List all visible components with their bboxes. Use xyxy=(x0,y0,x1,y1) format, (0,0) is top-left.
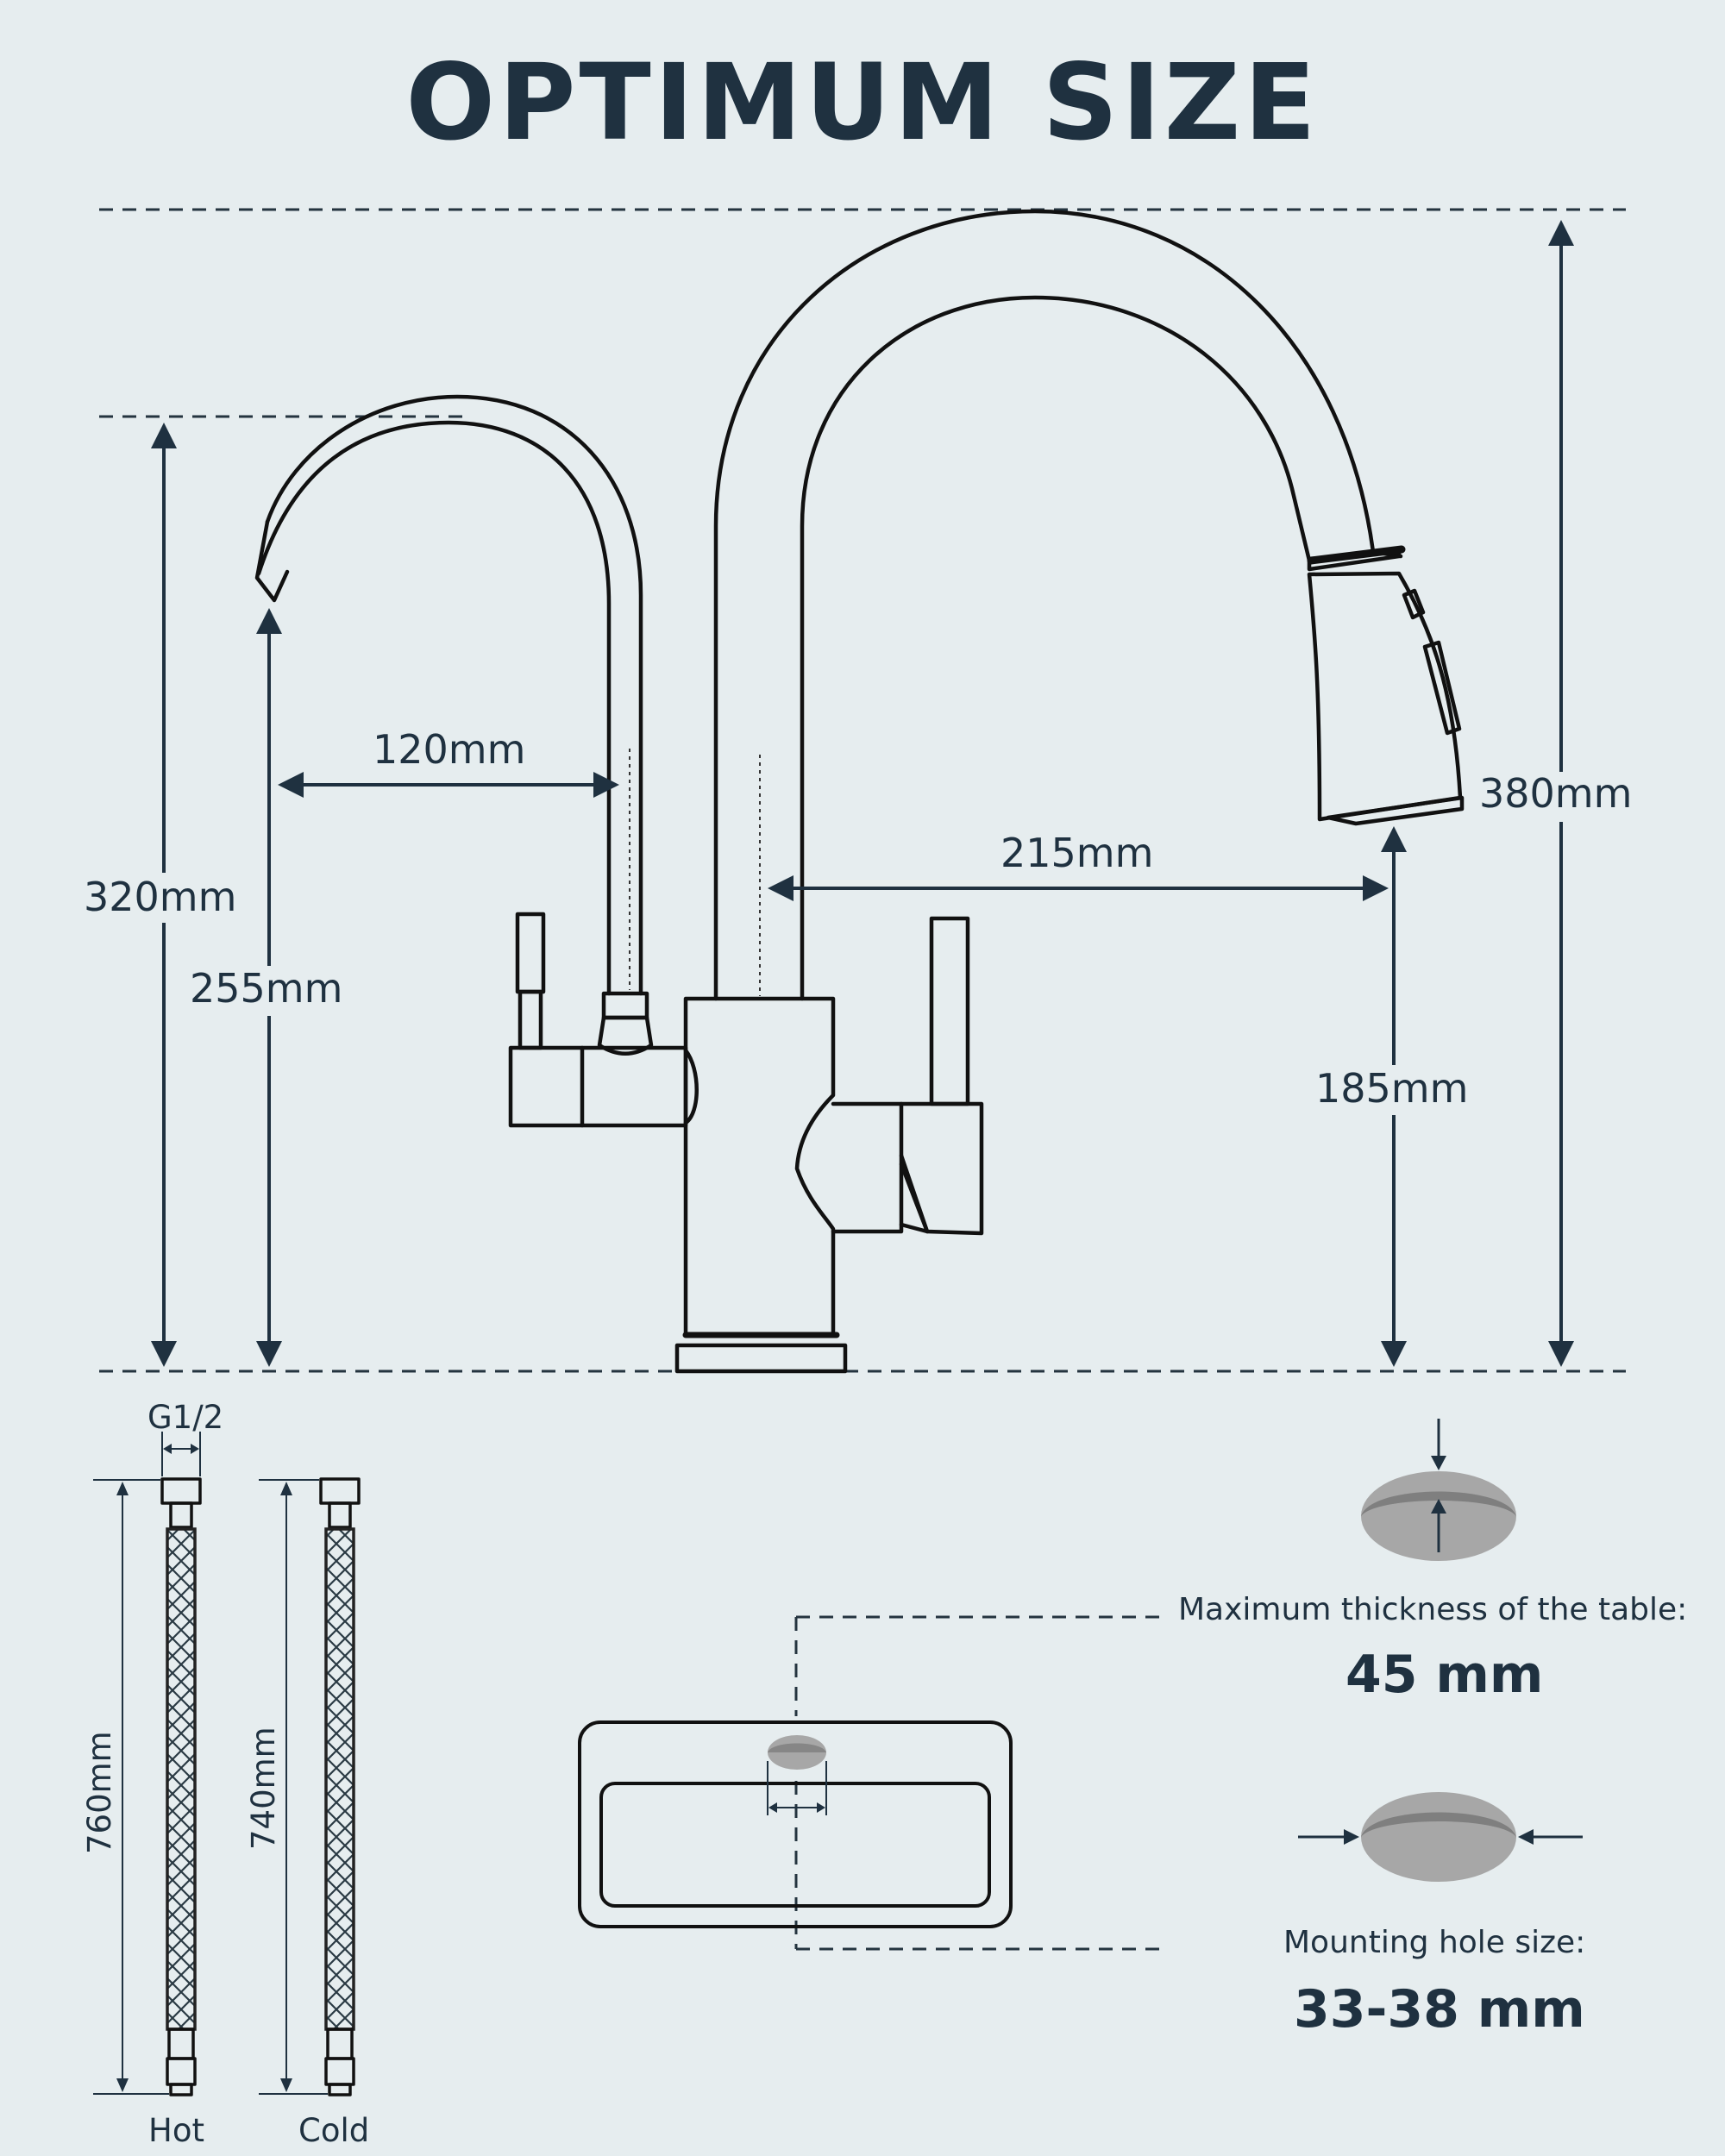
filter-spout xyxy=(256,420,612,996)
hose-dimensions xyxy=(93,1432,328,2095)
filter-lever-stem xyxy=(518,989,543,1050)
filter-valve-nut xyxy=(597,1015,654,1056)
faucet-body xyxy=(683,996,836,1338)
sink-outer-rim xyxy=(578,1720,1013,1928)
filter-lever-top xyxy=(515,912,546,994)
mixer-handle-body xyxy=(899,1101,984,1236)
page-title: OPTIMUM SIZE xyxy=(405,41,1320,164)
spray-head-collar xyxy=(1307,545,1406,565)
cold-label: Cold xyxy=(298,2112,369,2149)
main-spout-inner xyxy=(800,295,1312,1001)
main-spout xyxy=(713,209,1403,1001)
total-height-label: 380mm xyxy=(1479,770,1632,817)
main-reach-label: 215mm xyxy=(1000,830,1153,876)
filter-handle-curve xyxy=(683,1048,699,1125)
hot-label: Hot xyxy=(148,2112,204,2149)
faucet-base-plate xyxy=(674,1343,848,1374)
filter-valve-cap xyxy=(601,991,649,1020)
main-clearance-label: 185mm xyxy=(1315,1065,1468,1112)
filter-clearance-label: 255mm xyxy=(190,965,342,1012)
thread-size-label: G1/2 xyxy=(147,1399,223,1436)
cold-hose xyxy=(319,1477,361,2096)
mixer-handle-edge xyxy=(899,1162,930,1234)
mixer-handle-base xyxy=(831,1101,904,1234)
spray-button-top xyxy=(1402,588,1426,620)
filter-spout-outer xyxy=(265,394,643,996)
filter-spout-tip xyxy=(254,519,290,603)
hole-caption: Mounting hole size: xyxy=(1283,1925,1585,1960)
spray-button-bottom xyxy=(1422,640,1462,736)
sink-basin xyxy=(599,1782,991,1908)
thickness-value: 45 mm xyxy=(1346,1645,1543,1705)
mixer-lever xyxy=(929,916,970,1106)
hole-value: 33-38 mm xyxy=(1294,1979,1585,2040)
filter-handle-body xyxy=(508,1045,688,1128)
spray-head-ring xyxy=(1307,549,1402,572)
hot-hose-length-label: 760mm xyxy=(81,1731,118,1854)
hot-hose xyxy=(160,1477,202,2096)
mounting-hole-icon xyxy=(1298,1792,1583,1882)
cold-hose-length-label: 740mm xyxy=(245,1727,282,1850)
dimension-arrows xyxy=(151,220,1574,1367)
filter-height-label: 320mm xyxy=(84,874,236,920)
thickness-caption: Maximum thickness of the table: xyxy=(1178,1592,1687,1627)
table-thickness-icon xyxy=(1361,1419,1516,1561)
spray-nozzle xyxy=(1326,795,1465,826)
faucet-outline xyxy=(254,209,1465,1374)
filter-reach-label: 120mm xyxy=(373,726,525,773)
sink-drawing xyxy=(578,1615,1164,1951)
